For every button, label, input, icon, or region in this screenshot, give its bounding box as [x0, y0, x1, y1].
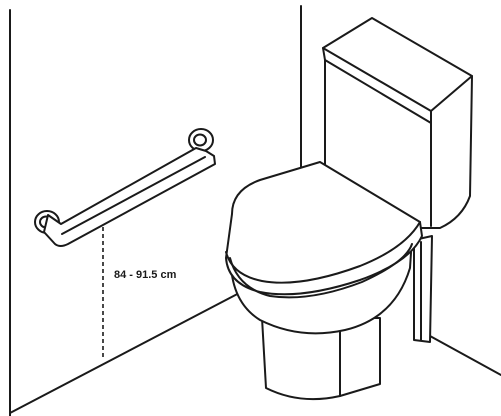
grab-bar-highlight — [61, 156, 206, 235]
height-dimension-line: 84 - 91.5 cm — [102, 227, 177, 358]
height-measurement-label: 84 - 91.5 cm — [114, 269, 177, 281]
floor-right-line — [429, 335, 501, 376]
room-outline — [9, 5, 501, 416]
grab-bar-rear-flange — [188, 128, 214, 152]
toilet — [225, 17, 473, 401]
toilet-tank-lid-edge — [324, 59, 432, 124]
toilet-rear-support — [413, 235, 433, 343]
toilet-seat-rim — [229, 243, 413, 299]
grab-bar — [34, 128, 216, 247]
toilet-pedestal — [261, 317, 381, 401]
floor-left-line — [9, 289, 246, 414]
toilet-seat-lid-edge — [225, 221, 421, 284]
grab-bar-rear-flange-inner — [193, 133, 207, 147]
